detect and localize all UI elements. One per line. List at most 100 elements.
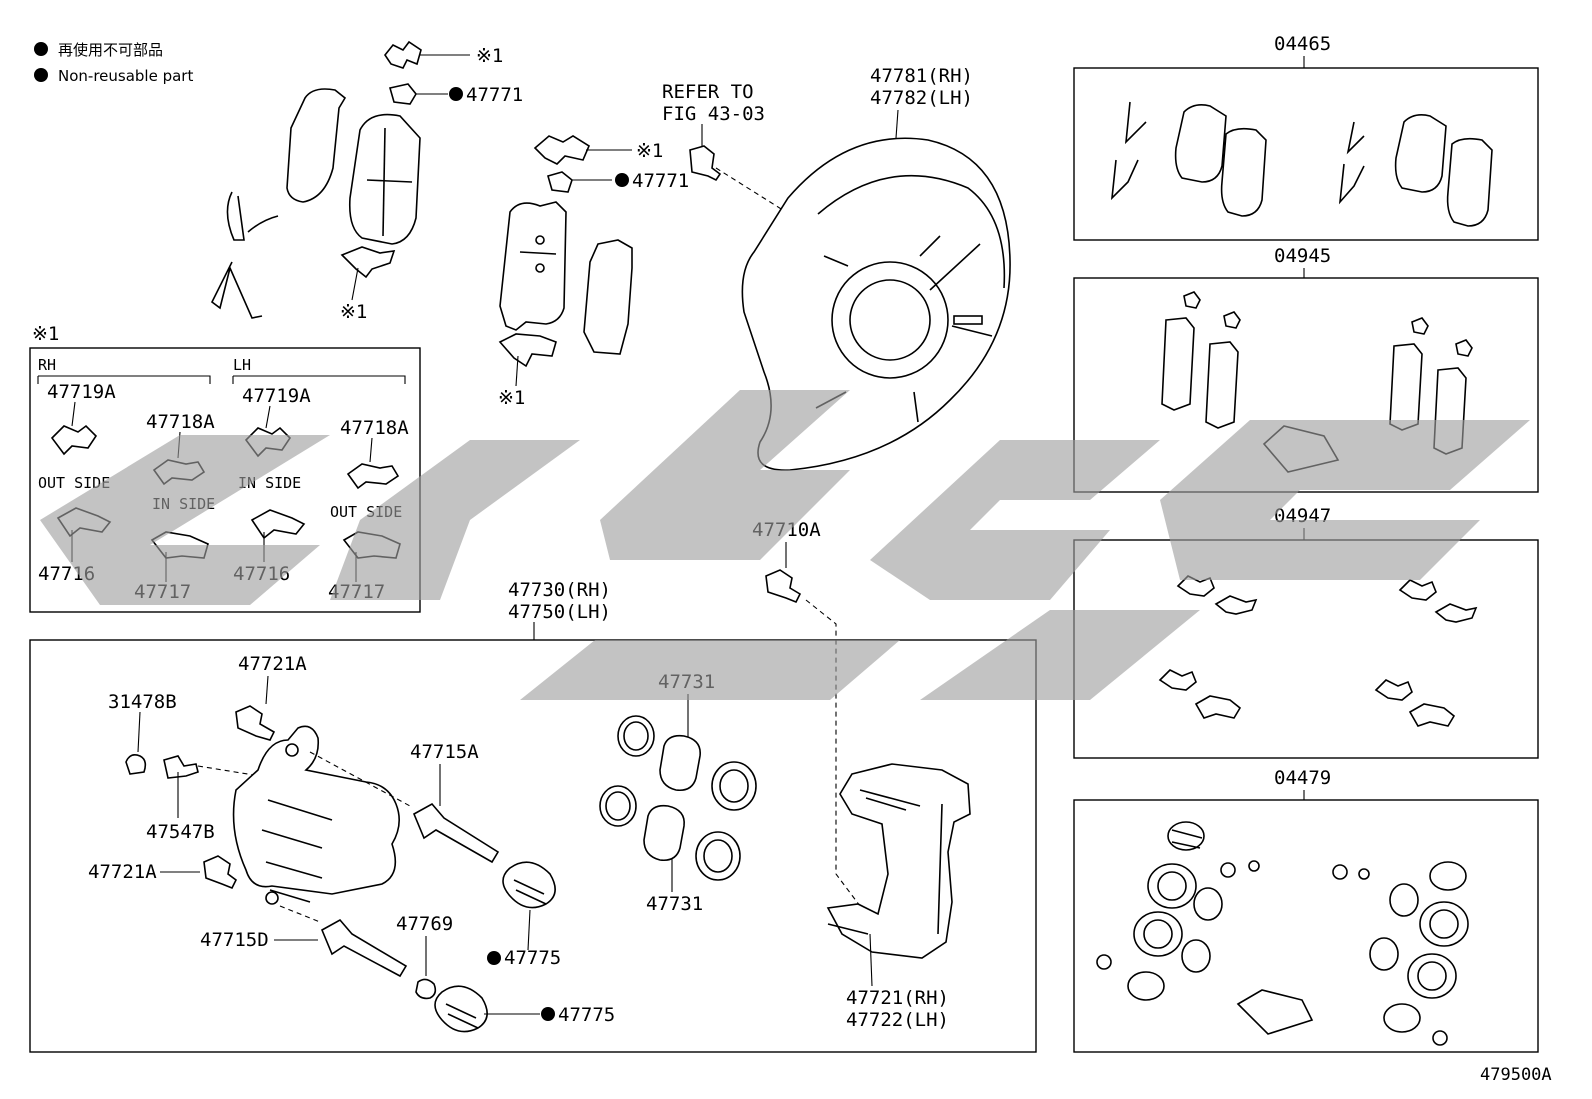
pad-wear-spring-icon <box>226 191 279 241</box>
bolt-icon <box>689 145 722 182</box>
label-47719A-lh: 47719A <box>242 385 311 407</box>
shim-icon <box>1455 339 1473 357</box>
label-out-side-rh: OUT SIDE <box>38 474 110 492</box>
label-47721A-bottom: 47721A <box>88 861 157 883</box>
slide-pin-icon <box>412 802 500 864</box>
label-47775-b: 47775 <box>558 1004 615 1026</box>
shim-icon <box>547 171 573 193</box>
label-47718A-lh: 47718A <box>340 417 409 439</box>
shim-icon <box>1411 317 1429 335</box>
refer-line1: REFER TO <box>662 81 754 103</box>
label-47730-rh: 47730(RH) <box>508 579 611 601</box>
label-47715A: 47715A <box>410 741 479 763</box>
pad-wear-spring-icon <box>1338 121 1365 205</box>
watermark <box>40 390 1530 700</box>
label-47718A-rh: 47718A <box>146 411 215 433</box>
bushing-icon <box>1096 954 1112 970</box>
dust-shield-icon <box>741 137 1011 471</box>
pad-clip-icon <box>1374 679 1413 701</box>
top-center-pad-group: ※1 47771 REFER TO FIG 43-03 ※1 <box>498 81 765 409</box>
brake-pad-icon <box>1389 343 1423 431</box>
refer-line2: FIG 43-03 <box>662 103 765 125</box>
bleeder-cap-icon <box>1332 864 1348 880</box>
brake-pad-icon <box>499 201 567 331</box>
non-reusable-marker-icon <box>615 173 629 187</box>
legend-en: Non-reusable part <box>58 67 193 85</box>
piston-boot-icon <box>1407 953 1457 999</box>
caliper-assembly-box <box>29 639 1037 1053</box>
brake-pad-icon <box>1161 317 1195 411</box>
pad-clip-icon <box>1158 669 1197 691</box>
pad-support-plate-icon <box>346 463 400 490</box>
non-reusable-marker-icon <box>34 42 48 56</box>
anti-squeal-shim-icon <box>286 88 347 203</box>
brake-pad-icon <box>1220 127 1267 217</box>
piston-seal-icon <box>617 715 655 757</box>
kit-code-04945: 04945 <box>1274 245 1331 267</box>
kit-04479: 04479 <box>1073 767 1539 1053</box>
non-reusable-marker-icon <box>34 68 48 82</box>
shim-icon <box>388 83 417 105</box>
top-left-pad-group: ※1 47771 ※1 <box>210 40 523 323</box>
bleeder-plug-icon <box>163 755 199 779</box>
slide-pin-boot-icon <box>434 985 488 1033</box>
kit-04465: 04465 <box>1073 33 1539 241</box>
label-47715D: 47715D <box>200 929 269 951</box>
pad-clip-icon <box>1398 579 1437 601</box>
piston-icon <box>659 734 701 792</box>
slide-pin-icon <box>320 918 408 978</box>
label-47719A-rh: 47719A <box>47 381 116 403</box>
piston-seal-icon <box>1193 887 1223 921</box>
pad-clip-icon <box>1408 703 1456 727</box>
inset-lh-label: LH <box>233 356 251 374</box>
pad-clip-icon <box>533 135 591 165</box>
bushing-icon <box>1432 1030 1448 1046</box>
piston-boot-icon <box>1419 901 1469 947</box>
caliper-mounting-bracket-icon <box>826 763 971 959</box>
piston-seal-icon <box>1389 883 1419 917</box>
non-reusable-marker-icon <box>541 1007 555 1021</box>
pad-clip-icon <box>498 333 557 368</box>
slide-pin-boot-icon <box>1127 971 1165 1001</box>
pad-clip-icon <box>1434 603 1478 623</box>
pad-wear-spring-icon <box>1110 101 1147 201</box>
label-47731-bottom: 47731 <box>646 893 703 915</box>
slide-pin-boot-icon <box>1429 861 1467 891</box>
pad-support-plate-icon <box>50 424 98 456</box>
note-mark: ※1 <box>636 140 663 162</box>
pad-clip-icon <box>250 509 306 540</box>
pad-wear-spring-icon <box>210 261 263 319</box>
caliper-cylinder-icon <box>232 725 400 895</box>
shim-icon <box>1223 311 1241 329</box>
note-mark: ※1 <box>340 301 367 323</box>
bolt-icon <box>203 855 238 890</box>
note-mark: ※1 <box>498 387 525 409</box>
piston-seal-icon <box>1181 939 1211 973</box>
anti-squeal-shim-icon <box>1205 341 1239 429</box>
bushing-icon <box>415 978 437 1000</box>
label-47775-a: 47775 <box>504 947 561 969</box>
note-mark: ※1 <box>476 45 503 67</box>
bleeder-plug-icon <box>1248 860 1260 872</box>
label-31478B: 31478B <box>108 691 177 713</box>
anti-squeal-shim-icon <box>583 239 633 355</box>
bleeder-cap-icon <box>125 754 147 775</box>
pad-clip-icon <box>1214 595 1258 615</box>
label-47771: 47771 <box>466 84 523 106</box>
bleeder-cap-icon <box>1220 862 1236 878</box>
brake-pad-icon <box>1394 114 1447 193</box>
figure-id: 479500A <box>1480 1065 1552 1085</box>
caliper-mount-bolt: 47710A <box>752 519 867 915</box>
label-47781-rh: 47781(RH) <box>870 65 973 87</box>
label-47722-lh: 47722(LH) <box>846 1009 949 1031</box>
label-47782-lh: 47782(LH) <box>870 87 973 109</box>
piston-boot-icon <box>1147 863 1197 909</box>
pad-clip-icon <box>384 40 422 69</box>
pad-clip-icon <box>1194 695 1242 719</box>
piston-boot-icon <box>695 831 741 881</box>
piston-seal-icon <box>1369 937 1399 971</box>
slide-pin-boot-icon <box>1383 1003 1421 1033</box>
piston-boot-icon <box>711 761 757 811</box>
bleeder-plug-icon <box>1358 868 1370 880</box>
brake-pad-icon <box>348 113 421 245</box>
